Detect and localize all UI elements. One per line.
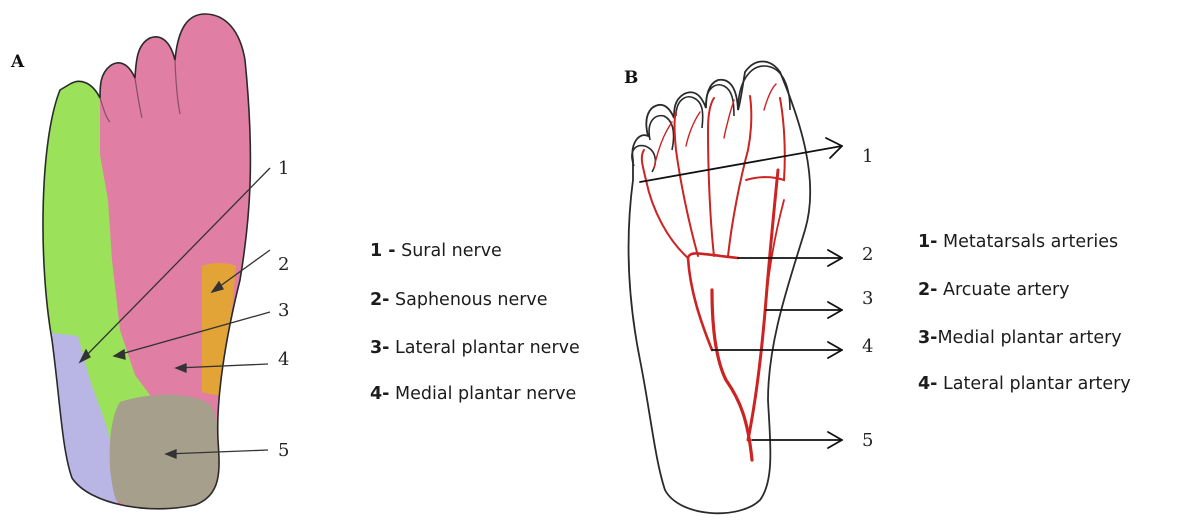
legend-b-item-1: 1- Metatarsals arteries <box>918 232 1118 252</box>
legend-a-item-4: 4- Medial plantar nerve <box>370 384 576 404</box>
a-marker-4: 4 <box>278 349 289 370</box>
a-marker-3: 3 <box>278 300 289 321</box>
legend-b-item-3: 3-Medial plantar artery <box>918 328 1122 348</box>
b-marker-4: 4 <box>862 336 873 357</box>
b-marker-2: 2 <box>862 244 873 265</box>
foot-b <box>629 62 811 514</box>
b-marker-5: 5 <box>862 430 873 451</box>
legend-a-item-1: 1 - Sural nerve <box>370 241 502 261</box>
a-marker-2: 2 <box>278 254 289 275</box>
a-marker-1: 1 <box>278 158 289 179</box>
legend-a-item-2: 2- Saphenous nerve <box>370 290 548 310</box>
legend-a-item-3: 3- Lateral plantar nerve <box>370 338 580 358</box>
legend-b-item-2: 2- Arcuate artery <box>918 280 1070 300</box>
foot-a <box>30 0 270 524</box>
a-marker-5: 5 <box>278 440 289 461</box>
b-marker-1: 1 <box>862 146 873 167</box>
legend-b-item-4: 4- Lateral plantar artery <box>918 374 1131 394</box>
b-marker-3: 3 <box>862 288 873 309</box>
